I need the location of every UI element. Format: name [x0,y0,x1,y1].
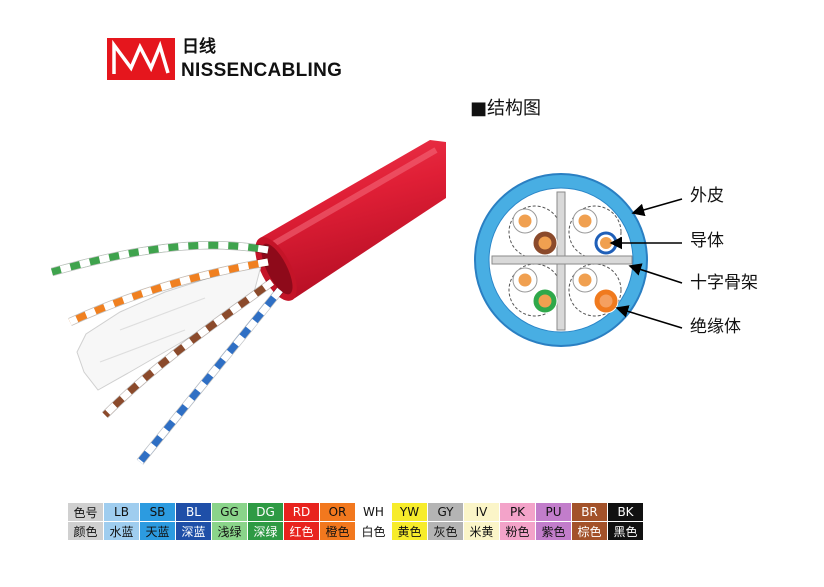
cable-cross-section-diagram [474,173,683,347]
color-name-cell: 橙色 [319,521,356,541]
conductor-core [578,214,592,228]
conductor-core [599,294,613,308]
brand-name-english: NISSENCABLING [181,60,343,81]
color-name-header: 颜色 [67,521,104,541]
white-wire [102,279,275,418]
conductor-core [538,236,552,250]
separator-tape-fold [119,297,206,331]
conductor-core [518,214,532,228]
color-code-cell: LB [103,502,140,522]
color-name-row: 颜色 水蓝天蓝深蓝浅绿深绿红色橙色白色黄色灰色米黄粉色紫色棕色黑色 [67,521,644,541]
color-name-cell: 灰色 [427,521,464,541]
color-code-cell: IV [463,502,500,522]
color-code-cell: GY [427,502,464,522]
logo-zigzag-mark [112,39,170,74]
conductor-core [538,294,552,308]
cable-jacket-opening [261,243,293,295]
color-name-cell: 深绿 [247,521,284,541]
callout-arrow-jacket [631,198,683,217]
cable-jacket-highlight [268,147,438,249]
separator-tape-fold [99,329,186,363]
callout-arrow-cross-filler [628,263,683,284]
color-name-cell: 天蓝 [139,521,176,541]
conductor-core [600,237,612,249]
color-name-cell: 浅绿 [211,521,248,541]
label-conductor: 导体 [690,231,724,251]
label-cross-filler: 十字骨架 [690,273,758,293]
label-jacket: 外皮 [690,186,724,206]
color-name-cell: 红色 [283,521,320,541]
color-name-cell: 深蓝 [175,521,212,541]
cross-filler-center [558,257,564,263]
color-code-cell: RD [283,502,320,522]
brand-logo [107,38,175,80]
color-code-cell: PK [499,502,536,522]
color-code-cell: BR [571,502,608,522]
color-name-cell: 棕色 [571,521,608,541]
white-wire [68,258,269,326]
brand-name-chinese: 日线 [182,37,216,57]
color-name-cell: 水蓝 [103,521,140,541]
color-code-cell: SB [139,502,176,522]
color-name-cell: 黑色 [607,521,644,541]
cable-photo [50,140,446,465]
color-code-cell: BK [607,502,644,522]
color-code-cell: GG [211,502,248,522]
twisted-pair-orange [68,257,269,326]
color-code-cell: OR [319,502,356,522]
color-code-cell: WH [355,502,392,522]
label-insulation: 绝缘体 [690,317,741,337]
structure-diagram-title: ■结构图 [470,98,542,119]
color-name-cell: 米黄 [463,521,500,541]
color-name-cell: 黄色 [391,521,428,541]
twisted-pair-blue [136,287,284,465]
cable-jacket [260,140,446,300]
color-code-cell: YW [391,502,428,522]
color-code-header: 色号 [67,502,104,522]
color-name-cell: 紫色 [535,521,572,541]
twisted-pair-brown [101,278,275,419]
color-code-cell: DG [247,502,284,522]
conductor-core [578,273,592,287]
conductor-core [518,273,532,287]
white-wire [51,241,269,276]
callout-arrow-insulation [615,305,683,329]
white-wire [137,287,283,465]
color-code-cell: BL [175,502,212,522]
color-name-cell: 白色 [355,521,392,541]
twisted-pair-green [50,241,269,277]
color-code-cell: PU [535,502,572,522]
color-name-cell: 粉色 [499,521,536,541]
